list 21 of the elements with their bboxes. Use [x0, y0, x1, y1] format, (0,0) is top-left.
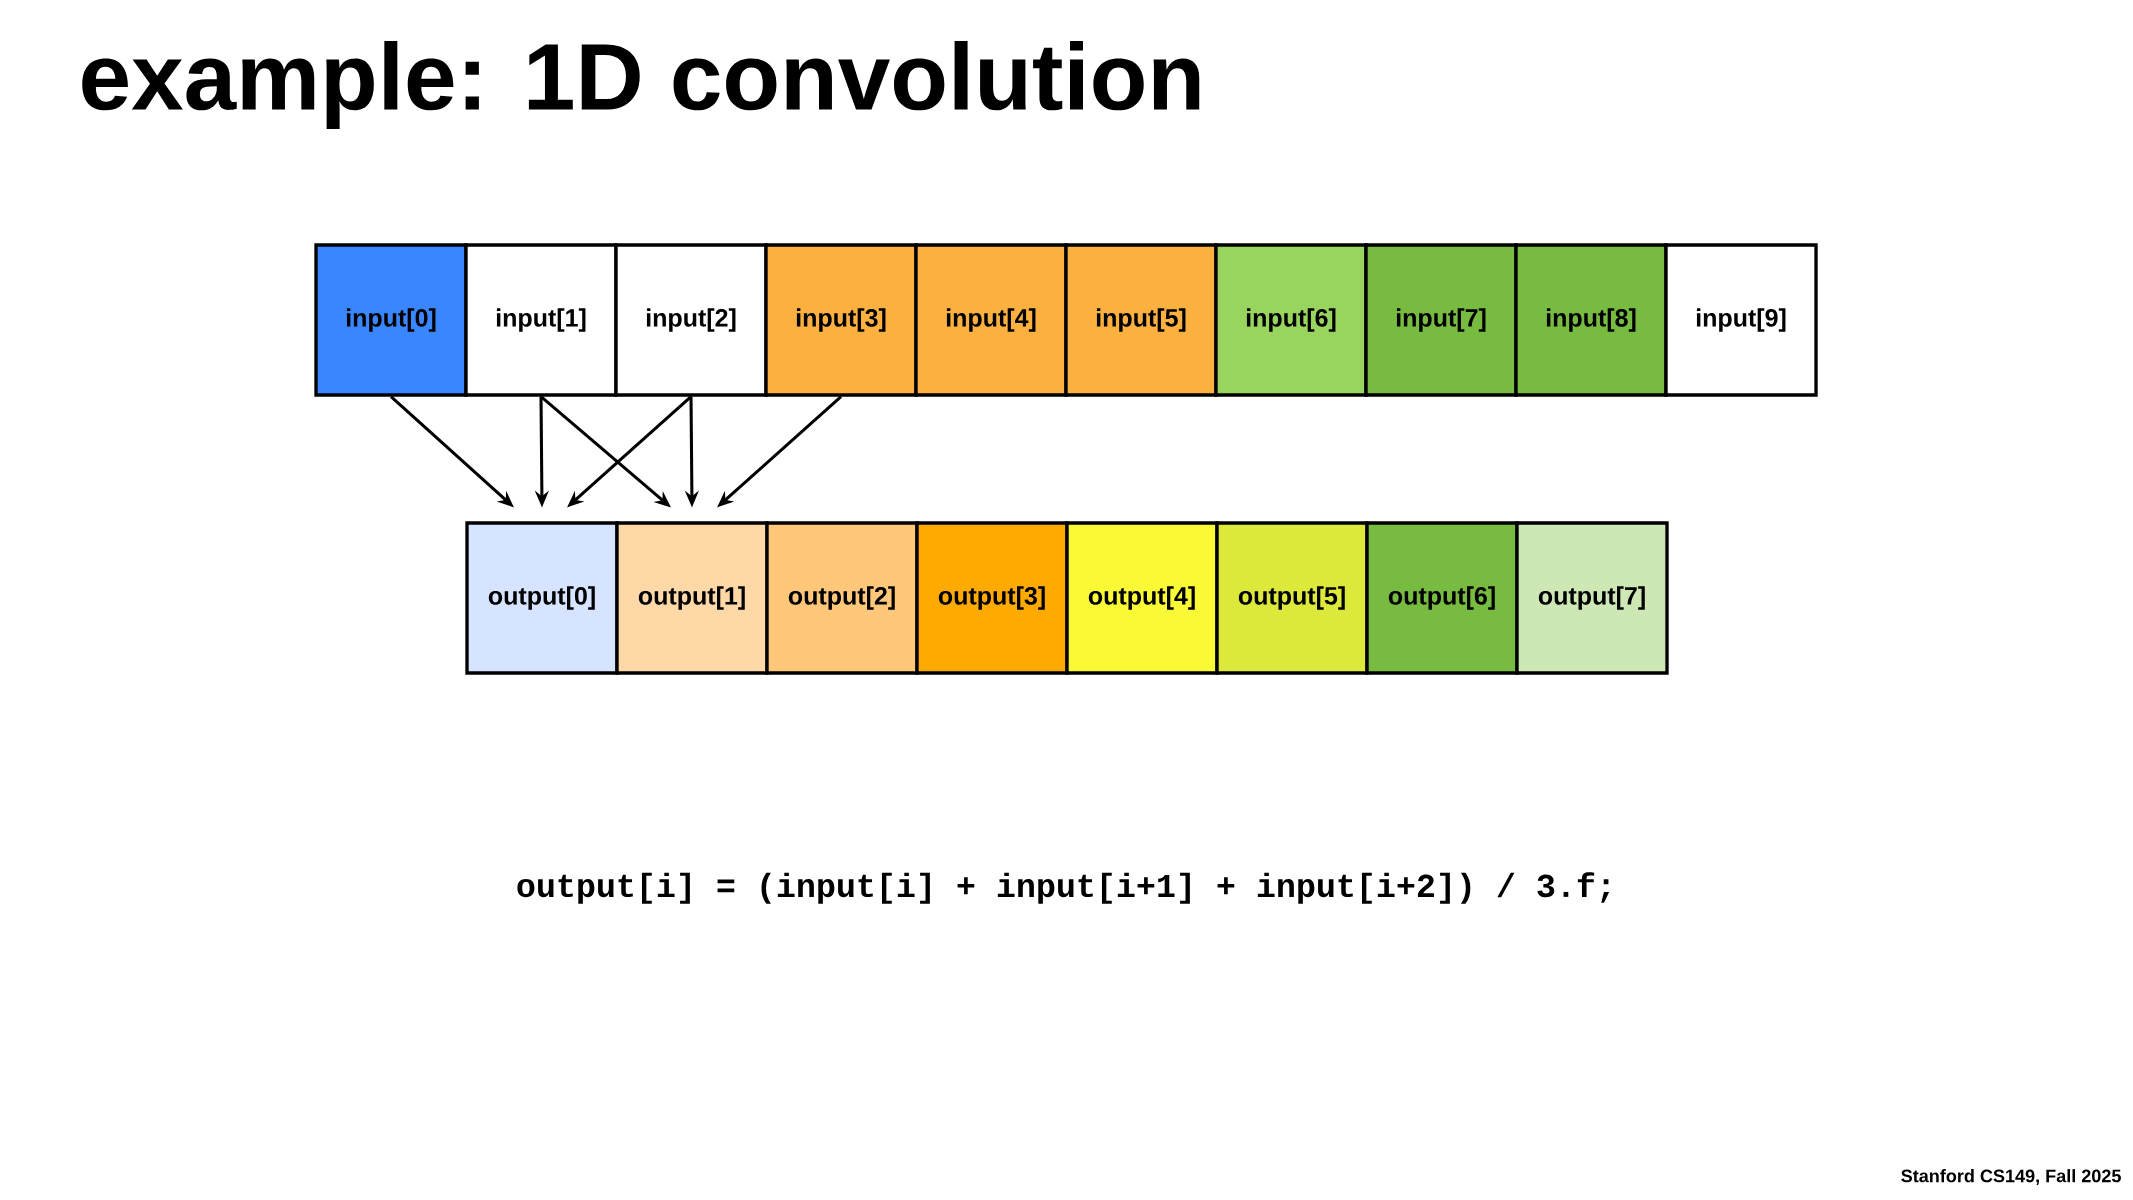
input-cell: input[2] — [614, 243, 768, 397]
output-cell: output[5] — [1215, 521, 1369, 675]
output-cell: output[0] — [465, 521, 619, 675]
output-cell: output[4] — [1065, 521, 1219, 675]
input-cell: input[8] — [1514, 243, 1668, 397]
input-cell: input[6] — [1214, 243, 1368, 397]
input-cell: input[3] — [764, 243, 918, 397]
input-cell: input[4] — [914, 243, 1068, 397]
output-cell: output[7] — [1515, 521, 1669, 675]
output-cell: output[3] — [915, 521, 1069, 675]
formula-code: output[i] = (input[i] + input[i+1] + input[i+2]) / 3.f; — [517, 872, 1610, 904]
input-cell: input[9] — [1664, 243, 1818, 397]
footer-text: Stanford CS149, Fall 2025 — [1901, 1169, 2121, 1185]
slide-title: example: 1D convolution — [82, 41, 1200, 130]
output-cell: output[1] — [615, 521, 769, 675]
input-cell: input[1] — [464, 243, 618, 397]
input-cell: input[7] — [1364, 243, 1518, 397]
output-cell: output[2] — [765, 521, 919, 675]
input-cell: input[0] — [314, 243, 468, 397]
output-cell: output[6] — [1365, 521, 1519, 675]
input-cell: input[5] — [1064, 243, 1218, 397]
